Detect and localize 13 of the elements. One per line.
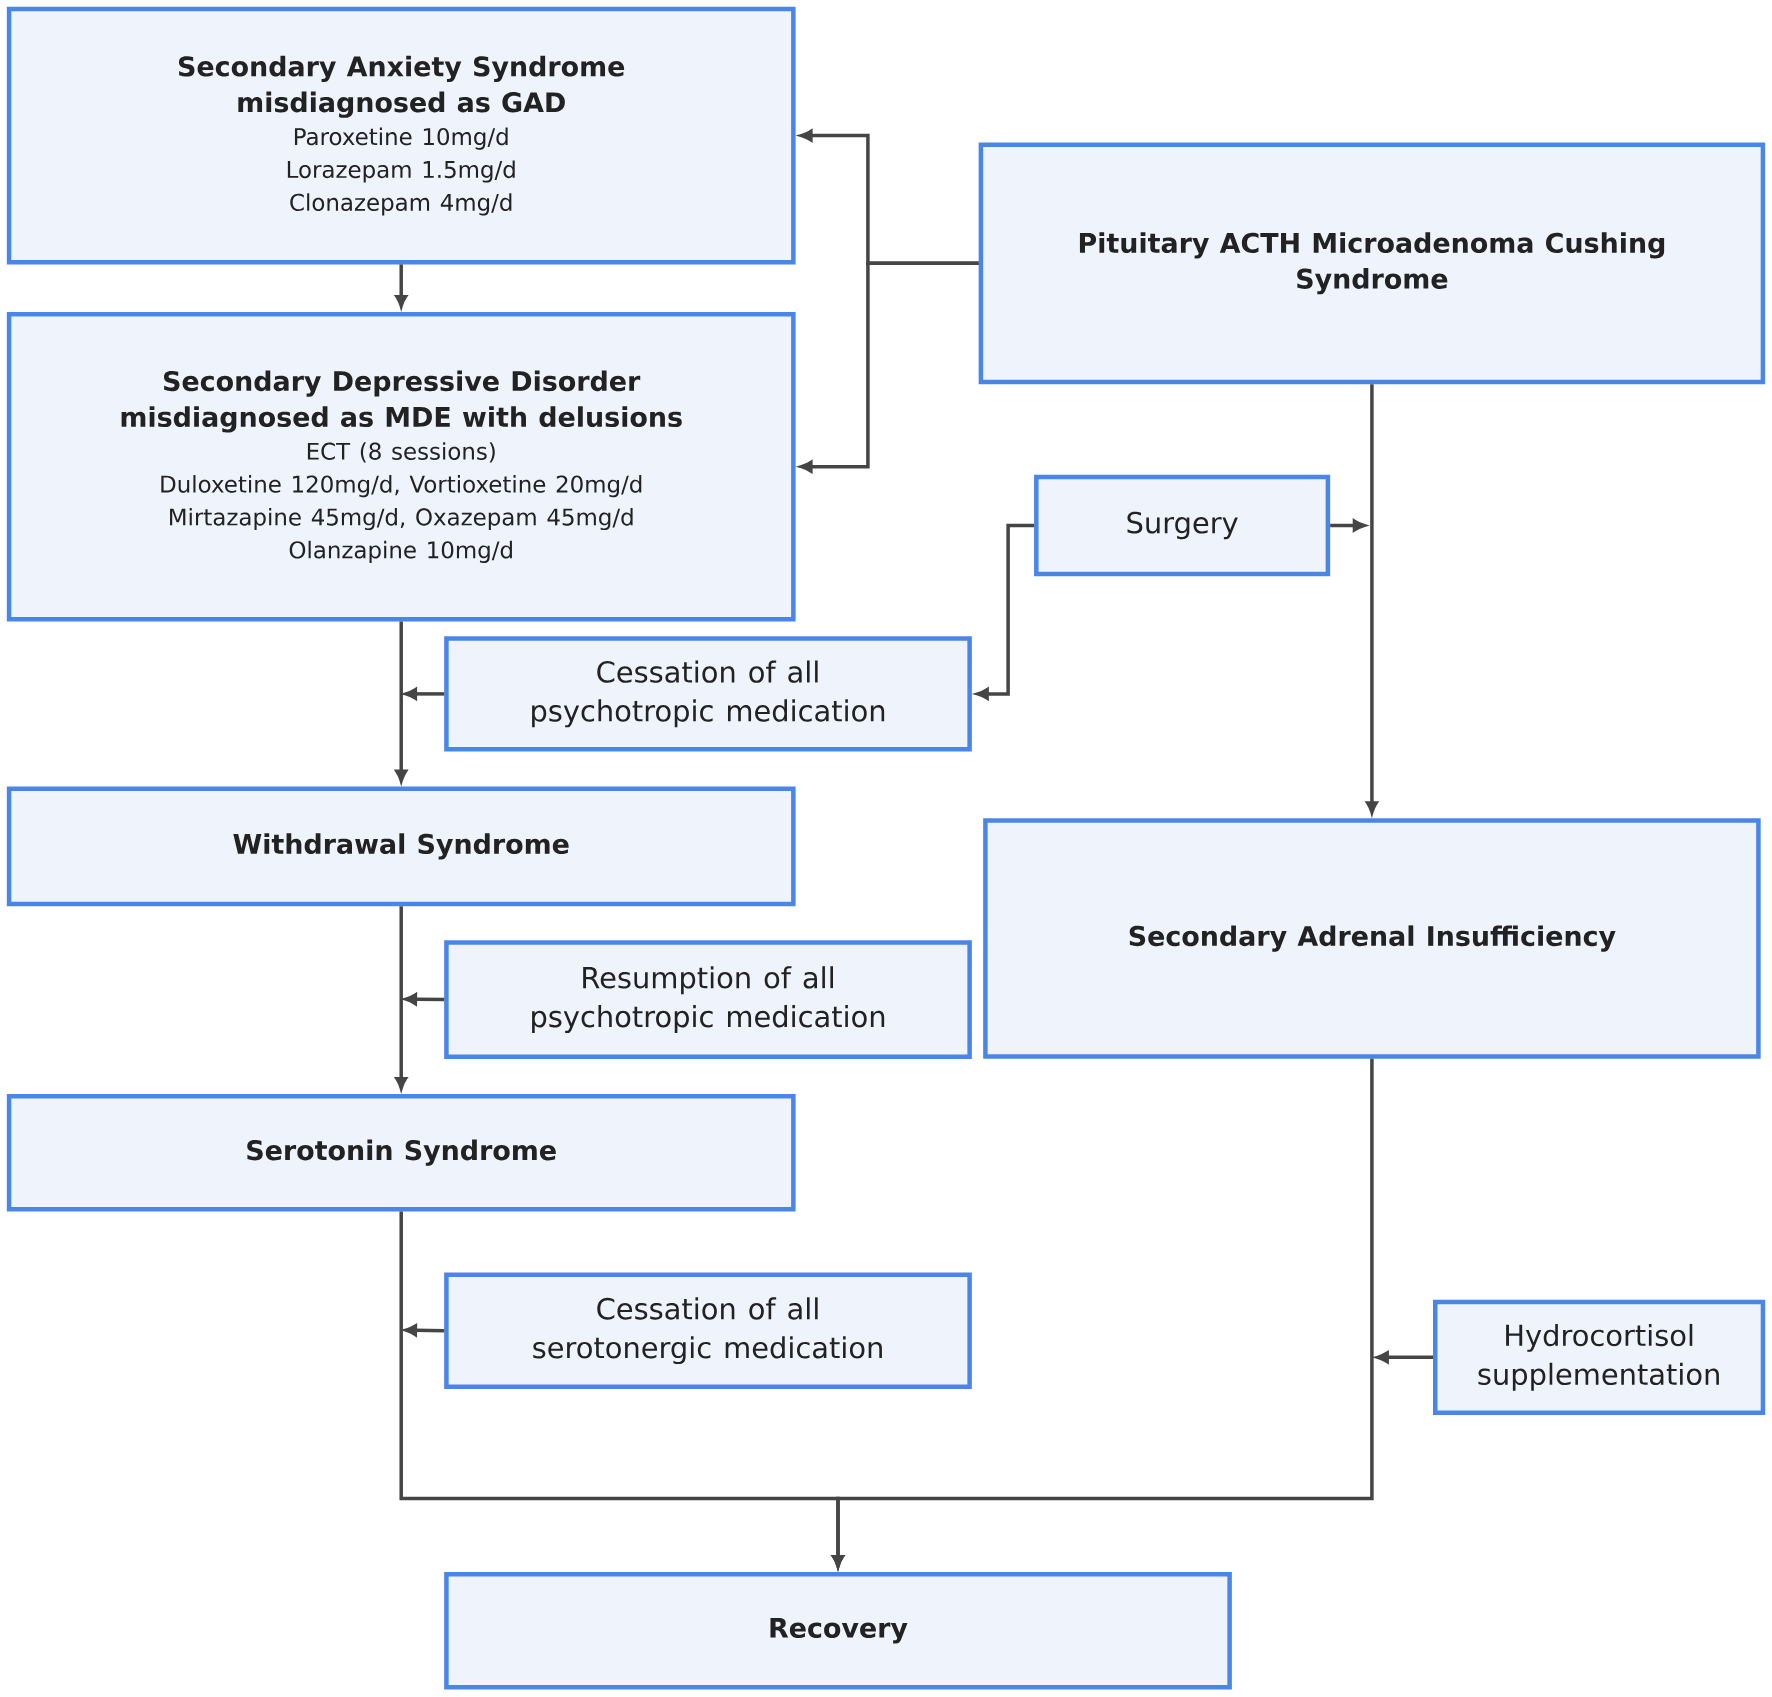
process-box: Withdrawal Syndrome (6, 786, 796, 907)
process-box: Cessation of all serotonergic medication (444, 1272, 972, 1389)
process-box: Cessation of all psychotropic medication (444, 636, 972, 752)
process-box: Pituitary ACTH Microadenoma Cushing Syndrome (978, 142, 1766, 385)
process-box: Hydrocortisol supplementation (1433, 1299, 1766, 1415)
process-box: Serotonin Syndrome (6, 1093, 796, 1212)
process-box: Secondary Depressive Disorder misdiagnosed as MDE with delusions ECT (8 sessions) Duloxetine 120mg/d, Vortioxetine 20mg/d Mirtazapine 45mg/d, Oxazepam 45mg/d Olanzapine 10mg/d (6, 311, 796, 622)
process-box: Resumption of all psychotropic medication (444, 940, 972, 1059)
process-box: Surgery (1034, 474, 1331, 577)
process-box: Secondary Adrenal Insufficiency (983, 818, 1761, 1059)
arrow (404, 993, 445, 1006)
process-box: Secondary Anxiety Syndrome misdiagnosed as GAD Paroxetine 10mg/d Lorazepam 1.5mg/d Clonazepam 4mg/d (6, 6, 796, 265)
process-box: Recovery (444, 1571, 1232, 1690)
